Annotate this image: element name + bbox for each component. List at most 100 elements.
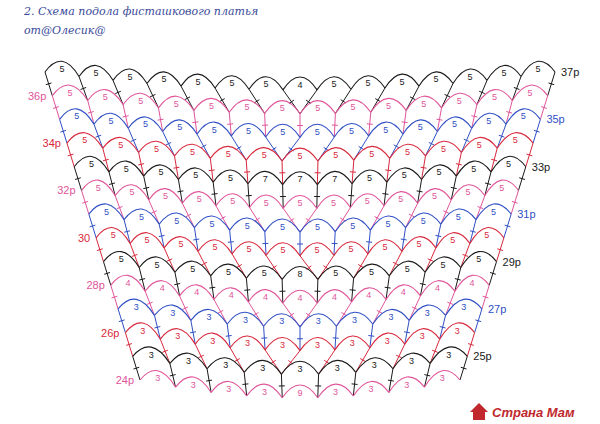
chain-arch (282, 385, 318, 398)
chain-count: 5 (89, 159, 94, 168)
chain-count: 5 (139, 212, 144, 221)
stitch-bar (228, 241, 234, 243)
chain-count: 3 (149, 350, 154, 359)
chain-arch (282, 267, 318, 280)
chain-arch (144, 165, 179, 180)
chain-count: 5 (491, 207, 496, 216)
stitch-bar (479, 91, 485, 93)
chain-arch (368, 240, 402, 254)
stitch-bar (262, 243, 268, 244)
chain-arch (300, 337, 335, 350)
chain-count: 5 (452, 120, 457, 129)
stitch-bar (315, 385, 321, 386)
chain-count: 5 (82, 136, 87, 145)
treble-stitch (485, 172, 491, 196)
treble-stitch (82, 190, 89, 214)
chain-arch (178, 168, 213, 182)
stitch-bar (212, 193, 218, 195)
stitch-bar (242, 383, 248, 385)
stitch-bar (170, 375, 176, 376)
chain-arch (198, 240, 232, 254)
chain-arch (405, 329, 440, 344)
treble-stitch (425, 248, 436, 272)
chain-count: 5 (349, 127, 354, 136)
stitch-bar (220, 99, 225, 102)
stitch-bar (158, 119, 164, 120)
stitch-bar (314, 196, 320, 197)
chain-count: 5 (119, 255, 124, 264)
chain-count: 5 (315, 104, 320, 113)
chain-arch (470, 228, 504, 244)
chain-arch (477, 90, 512, 105)
stitch-bar (117, 207, 123, 209)
stitch-bar (463, 254, 469, 256)
chain-count: 5 (492, 93, 497, 102)
chain-arch (265, 219, 300, 232)
chain-arch (461, 251, 497, 267)
chain-arch (389, 377, 425, 393)
chain-arch (455, 275, 489, 291)
stitch-bar (60, 130, 66, 132)
row-number: 31р (517, 209, 535, 220)
treble-stitch (461, 128, 471, 152)
chain-arch (170, 353, 207, 369)
chain-count: 5 (450, 236, 455, 245)
chain-count: 5 (93, 68, 98, 77)
chain-arch (393, 353, 430, 369)
stitch-bar (279, 291, 285, 292)
stitch-bar (143, 187, 149, 188)
treble-stitch (461, 243, 470, 267)
stitch-bar (541, 107, 547, 109)
chain-count: 5 (315, 127, 320, 136)
chain-count: 4 (401, 288, 406, 297)
chain-count: 5 (369, 267, 374, 276)
chain-arch (418, 189, 452, 204)
chain-arch (128, 117, 162, 132)
treble-stitch (94, 124, 103, 148)
stitch-bar (123, 116, 129, 117)
house-wall (473, 412, 485, 420)
chain-count: 5 (197, 195, 202, 204)
chain-count: 3 (279, 317, 284, 326)
treble-stitch (512, 76, 521, 100)
row-number: 30 (78, 232, 90, 243)
chain-arch (96, 228, 130, 244)
chain-arch (67, 133, 103, 149)
treble-stitch (163, 132, 175, 156)
stitch-bar (218, 310, 223, 313)
chain-arch (512, 85, 547, 100)
stitch-bar (348, 195, 354, 196)
stitch-bar (138, 164, 144, 165)
stitch-bar (68, 154, 74, 156)
chain-count: 5 (418, 123, 423, 132)
stitch-bar (279, 172, 285, 173)
stitch-bar (192, 121, 198, 123)
stitch-bar (417, 190, 423, 192)
stitch-bar (131, 139, 137, 141)
stitch-bar (350, 171, 356, 172)
chain-arch (422, 165, 457, 180)
stitch-bar (159, 235, 165, 236)
treble-stitch (149, 200, 159, 224)
stitch-bar (81, 87, 87, 89)
chain-count: 5 (163, 192, 168, 201)
stitch-bar (514, 87, 520, 89)
chain-arch (123, 93, 158, 108)
treble-stitch (518, 167, 525, 191)
chain-count: 3 (333, 387, 338, 396)
stitch-bar (367, 123, 373, 125)
treble-stitch (442, 84, 453, 108)
stitch-bar (436, 119, 442, 120)
stitch-bar (88, 112, 94, 114)
stitch-bar (226, 335, 232, 337)
chain-count: 5 (226, 267, 231, 276)
chain-arch (130, 233, 164, 248)
row-number: 33р (532, 161, 550, 172)
chain-count: 5 (280, 104, 285, 113)
stitch-bar (97, 249, 103, 251)
stitch-bar (244, 171, 250, 172)
chain-count: 8 (297, 270, 302, 279)
stitch-bar (491, 159, 497, 161)
chain-count: 7 (263, 174, 268, 183)
chain-arch (476, 204, 511, 220)
